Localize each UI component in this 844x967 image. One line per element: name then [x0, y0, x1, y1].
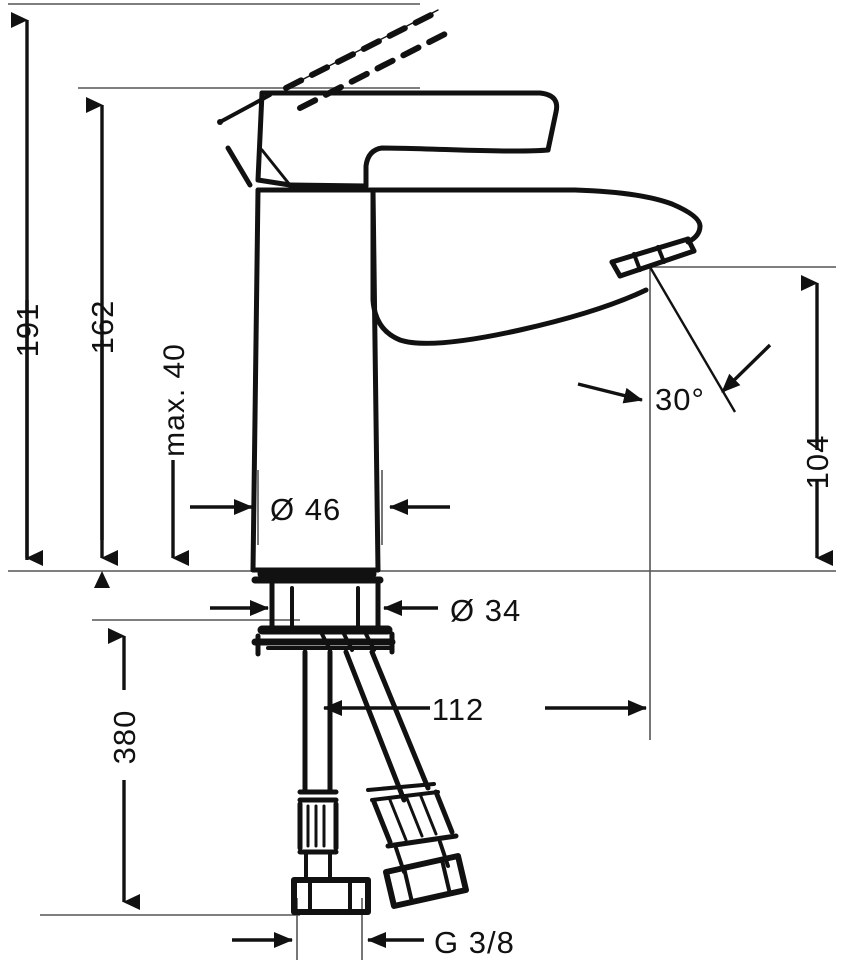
body-left-wall	[250, 187, 261, 573]
body-right-wall	[370, 187, 381, 573]
dim-112-label: 112	[432, 692, 484, 727]
lever-chamfer	[260, 148, 292, 187]
spout-top-profile	[255, 187, 703, 229]
dim-191-label: 191	[10, 303, 45, 358]
dim-162-label: 162	[85, 300, 120, 355]
dimension-lines	[11, 12, 833, 948]
dim-d46-label: Ø 46	[270, 492, 341, 527]
dim-104-label: 104	[800, 435, 835, 490]
swivel-angle-ray	[648, 266, 737, 413]
faucet-outline	[217, 9, 703, 915]
dim-30deg-label: 30°	[655, 382, 705, 417]
dimline-30-right	[720, 343, 772, 394]
dimline-30-left	[577, 382, 643, 404]
dim-d34-label: Ø 34	[450, 593, 521, 628]
lever-bottom-edge	[287, 182, 369, 189]
hose-left	[291, 649, 371, 915]
lever-pointer-line	[218, 93, 272, 124]
aerator-detail	[609, 236, 697, 279]
lever-pointer-dot	[217, 119, 223, 125]
dim-g38-label: G 3/8	[434, 925, 515, 960]
lever-tick-mark	[225, 145, 253, 188]
lever-left-face	[255, 90, 293, 188]
dim-max40-label: max. 40	[158, 343, 191, 457]
dimtick-162-below	[94, 571, 110, 588]
extension-lines	[8, 3, 836, 960]
lever-open-axis	[285, 9, 439, 89]
lever-underside	[363, 145, 551, 189]
base-assembly	[251, 569, 396, 657]
dim-380-label: 380	[107, 710, 142, 765]
lever-top-face	[259, 90, 560, 153]
spout-underside-profile	[370, 187, 649, 346]
hose-right	[343, 649, 469, 909]
dimension-labels: 191 162 max. 40 Ø 46 Ø 34 104 112 380 30…	[10, 300, 835, 960]
